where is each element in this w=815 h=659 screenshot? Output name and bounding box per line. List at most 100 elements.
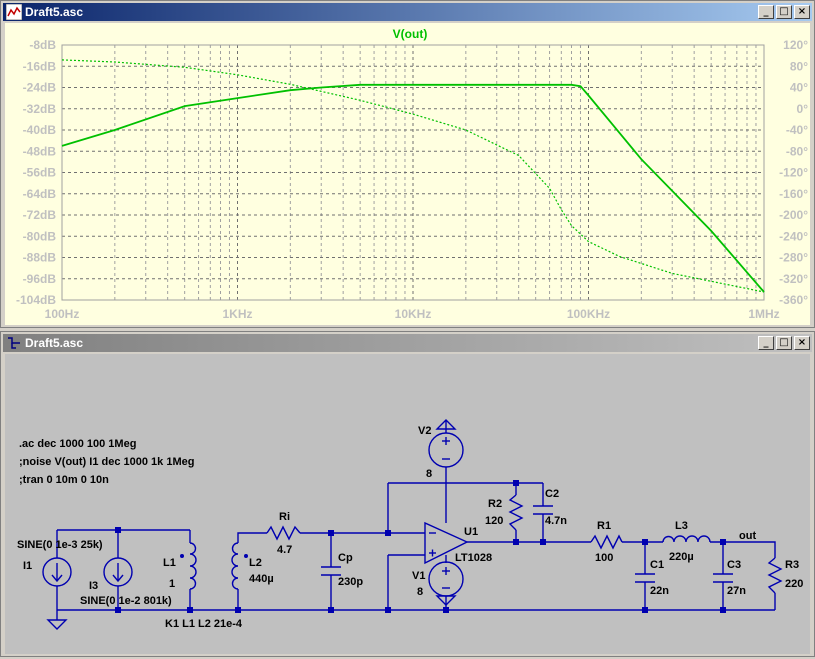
label-ri-value: 4.7 [277, 544, 292, 556]
schematic-canvas[interactable]: .ac dec 1000 100 1Meg ;noise V(out) I1 d… [5, 354, 810, 654]
y-right-tick-label: -40° [786, 123, 808, 137]
magnitude-trace [61, 83, 765, 293]
label-ri-name: Ri [279, 511, 290, 523]
directive-ac[interactable]: .ac dec 1000 100 1Meg [19, 438, 136, 450]
label-c3-value: 27n [727, 585, 746, 597]
close-button[interactable]: × [794, 336, 810, 350]
y-left-tick-label: -24dB [23, 81, 57, 95]
maximize-button[interactable]: □ [776, 5, 792, 19]
y-left-tick-label: -48dB [23, 144, 57, 158]
y-left-tick-label: -80dB [23, 229, 57, 243]
label-l1-name: L1 [163, 557, 176, 569]
label-l2-value: 440µ [249, 573, 274, 585]
directive-noise[interactable]: ;noise V(out) I1 dec 1000 1k 1Meg [19, 456, 194, 468]
resistor-r3[interactable] [767, 557, 783, 594]
label-v1-name: V1 [412, 570, 425, 582]
y-right-tick-label: -280° [779, 251, 808, 265]
phase-trace [61, 59, 765, 293]
resistor-r2[interactable] [508, 494, 524, 531]
minimize-button[interactable]: _ [758, 336, 774, 350]
y-right-tick-label: 120° [783, 38, 808, 52]
label-c3-name: C3 [727, 559, 741, 571]
schematic-icon [8, 337, 20, 349]
y-right-tick-label: 40° [790, 81, 808, 95]
y-left-tick-label: -72dB [23, 208, 57, 222]
current-source-i1[interactable] [42, 557, 72, 587]
plot-window-titlebar[interactable]: Draft5.asc _ □ × [3, 3, 812, 21]
directive-tran[interactable]: ;tran 0 10m 0 10n [19, 474, 109, 486]
label-l2-name: L2 [249, 557, 262, 569]
close-button[interactable]: × [794, 5, 810, 19]
net-label-out[interactable]: out [739, 530, 756, 542]
schematic-drawing[interactable]: .ac dec 1000 100 1Meg ;noise V(out) I1 d… [5, 354, 810, 654]
y-left-tick-label: -40dB [23, 123, 57, 137]
inductor-l2[interactable] [231, 542, 239, 590]
capacitor-c1[interactable] [635, 573, 655, 583]
y-right-tick-label: -360° [779, 293, 808, 307]
label-l3-name: L3 [675, 520, 688, 532]
label-coupling[interactable]: K1 L1 L2 21e-4 [165, 618, 243, 630]
label-cp-value: 230p [338, 576, 363, 588]
voltage-source-v1[interactable] [428, 561, 464, 606]
inductor-l3[interactable] [662, 535, 711, 543]
y-right-tick-label: -320° [779, 272, 808, 286]
label-c1-name: C1 [650, 559, 664, 571]
label-l3-value: 220µ [669, 551, 694, 563]
x-tick-label: 10KHz [395, 307, 432, 321]
label-u1-name: U1 [464, 526, 478, 538]
schematic-window: Draft5.asc _ □ × [0, 331, 815, 657]
dot-icon [180, 554, 184, 558]
capacitor-cp[interactable] [321, 566, 341, 576]
maximize-button[interactable]: □ [776, 336, 792, 350]
minimize-button[interactable]: _ [758, 5, 774, 19]
label-r2-name: R2 [488, 498, 502, 510]
label-c1-value: 22n [650, 585, 669, 597]
label-i1-value: SINE(0 1e-3 25k) [17, 539, 103, 551]
y-left-tick-label: -104dB [16, 293, 56, 307]
label-r1-value: 100 [595, 552, 613, 564]
resistor-ri[interactable] [266, 525, 301, 541]
capacitor-c3[interactable] [713, 573, 733, 583]
voltage-source-v2[interactable] [428, 419, 464, 468]
label-c2-name: C2 [545, 488, 559, 500]
label-r3-value: 220 [785, 578, 803, 590]
label-c2-value: 4.7n [545, 515, 567, 527]
dot-icon [244, 554, 248, 558]
capacitor-c2[interactable] [533, 505, 553, 515]
y-left-tick-label: -88dB [23, 251, 57, 265]
trace-label-vout[interactable]: V(out) [393, 27, 428, 41]
label-r3-name: R3 [785, 559, 799, 571]
x-tick-label: 1KHz [222, 307, 252, 321]
plot-frame [61, 44, 765, 301]
plot-window-title: Draft5.asc [25, 5, 84, 19]
opamp-u1[interactable] [424, 521, 469, 565]
x-tick-label: 100Hz [45, 307, 80, 321]
x-tick-label: 100KHz [567, 307, 610, 321]
y-right-tick-label: -80° [786, 144, 808, 158]
schematic-window-title: Draft5.asc [25, 336, 84, 350]
label-u1-value: LT1028 [455, 552, 492, 564]
current-source-i3[interactable] [103, 557, 133, 587]
inductor-l1[interactable] [189, 542, 197, 590]
y-right-tick-label: -200° [779, 208, 808, 222]
y-left-tick-label: -96dB [23, 272, 57, 286]
y-right-tick-label: -160° [779, 187, 808, 201]
waveform-icon [6, 4, 22, 20]
y-right-tick-label: -240° [779, 229, 808, 243]
y-left-tick-label: -16dB [23, 59, 57, 73]
junction-dots [115, 480, 726, 613]
label-l1-value: 1 [169, 578, 175, 590]
label-v1-value: 8 [417, 586, 423, 598]
y-right-tick-label: -120° [779, 166, 808, 180]
schematic-window-titlebar[interactable]: Draft5.asc _ □ × [3, 334, 812, 352]
label-i1-name: I1 [23, 560, 32, 572]
x-tick-label: 1MHz [748, 307, 779, 321]
resistor-r1[interactable] [590, 534, 623, 550]
label-i3-value: SINE(0 1e-2 801k) [80, 595, 172, 607]
label-cp-name: Cp [338, 552, 353, 564]
y-left-tick-label: -64dB [23, 187, 57, 201]
y-left-tick-label: -56dB [23, 166, 57, 180]
ground-icon [46, 619, 68, 630]
